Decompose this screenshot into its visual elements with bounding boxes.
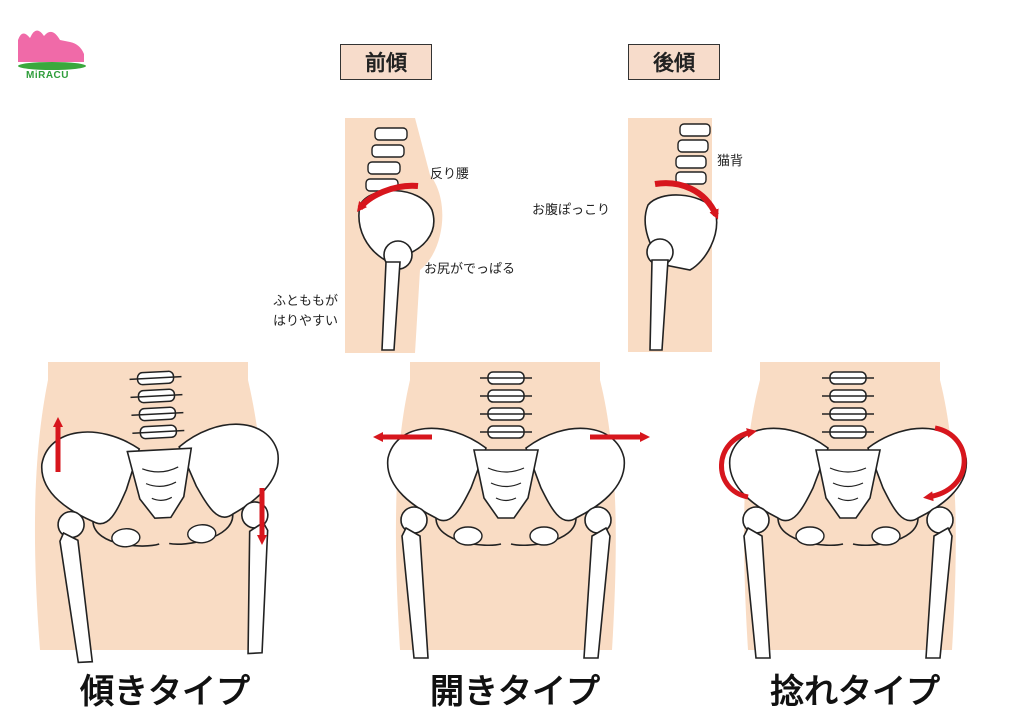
note-belly-out: お腹ぽっこり — [532, 203, 611, 218]
twist-type-label: 捻れタイプ — [770, 672, 940, 712]
note-thigh-line1: ふとももが — [273, 294, 339, 309]
tilt-type-label: 傾きタイプ — [80, 672, 250, 712]
note-hunchback: 猫背 — [717, 154, 744, 169]
note-thigh-line2: はりやすい — [273, 314, 339, 329]
note-thigh: ふとももが はりやすい — [273, 292, 338, 332]
twist-type-figure — [719, 362, 966, 658]
posterior-tilt-side-view — [628, 118, 719, 352]
note-sway-back: 反り腰 — [430, 167, 470, 182]
posterior-tilt-title: 後傾 — [628, 44, 720, 80]
tilt-type-figure — [34, 362, 288, 664]
logo-icon — [18, 30, 86, 70]
note-butt-sticks-out: お尻がでっぱる — [424, 262, 516, 277]
open-type-figure — [373, 362, 650, 658]
anterior-tilt-title: 前傾 — [340, 44, 432, 80]
open-type-label: 開きタイプ — [430, 672, 600, 712]
logo-text: MiRACU — [26, 70, 69, 81]
anterior-tilt-side-view — [345, 118, 443, 353]
